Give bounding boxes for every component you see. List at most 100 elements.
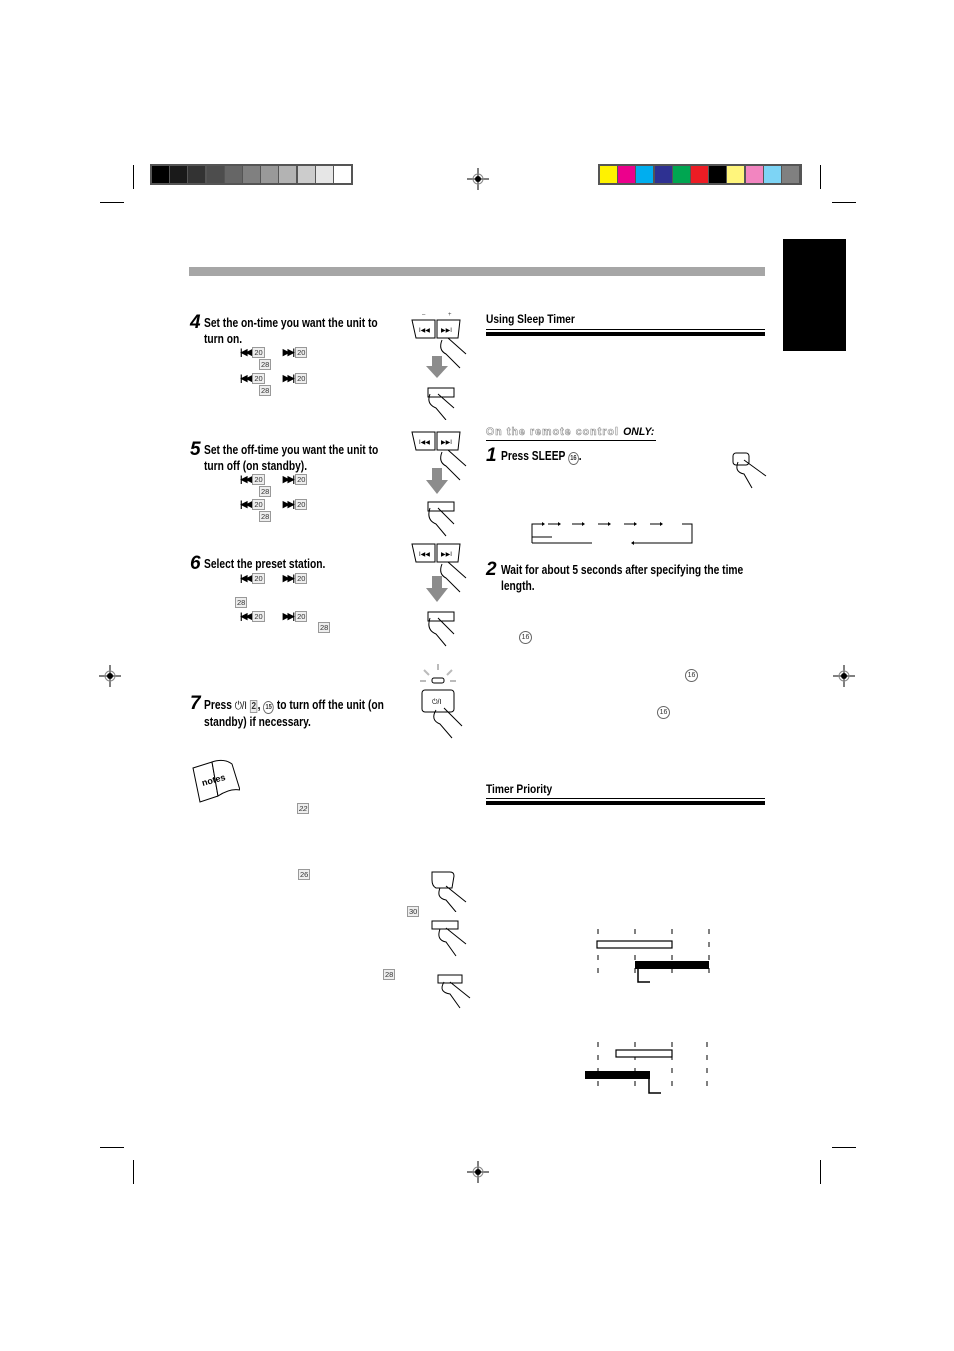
period: .	[578, 449, 582, 463]
page-ref: 26	[298, 869, 311, 880]
page-ref: 20	[252, 473, 265, 485]
color-swatch	[618, 166, 636, 183]
step-title-line: standby) if necessary.	[204, 715, 311, 729]
step-title-line: Wait for about 5 seconds after specifyin…	[501, 563, 744, 577]
note-ref: 26	[298, 869, 311, 880]
registration-target-icon	[833, 665, 855, 687]
page-ref: 22	[297, 803, 310, 814]
svg-text:▶▶I: ▶▶I	[441, 328, 452, 334]
crop-mark	[832, 202, 856, 203]
crop-mark	[100, 1147, 124, 1148]
color-swatch	[654, 166, 672, 183]
note-ref: 28	[383, 969, 396, 980]
sub-line: 28	[259, 486, 272, 497]
page-ref: 30	[407, 906, 420, 917]
crop-mark	[133, 1160, 134, 1184]
step-title: Press SLEEP 16.	[501, 448, 632, 465]
label-underline	[486, 440, 656, 441]
step-number: 2	[486, 559, 497, 580]
remote-only-label: On the remote control ONLY:	[486, 426, 655, 439]
color-swatch	[600, 166, 617, 183]
step-title-line: turn off (on standby).	[204, 459, 308, 473]
page-ref: 20	[295, 473, 308, 485]
page-ref: 20	[252, 572, 265, 584]
crop-mark	[820, 165, 821, 189]
page-ref: 20	[252, 346, 265, 358]
step-title: Wait for about 5 seconds after specifyin…	[501, 562, 772, 594]
section-heading-timer-priority: Timer Priority	[486, 782, 553, 796]
gray-swatch	[188, 166, 206, 183]
page-ref: 20	[295, 610, 308, 622]
color-swatch	[782, 166, 799, 183]
previous-icon: |◀◀	[240, 499, 252, 509]
sub-line: |◀◀20 ▶▶|20	[240, 473, 308, 485]
page-ref: 20	[252, 372, 265, 384]
page-ref: 28	[235, 597, 248, 608]
gray-swatch	[170, 166, 188, 183]
heading-rule	[486, 332, 765, 336]
page-ref: 20	[295, 572, 308, 584]
sub-line: 28	[259, 511, 272, 522]
sub-line: 28	[318, 622, 331, 633]
color-swatch	[691, 166, 708, 183]
step-title-line: Press ⏻/I 2, 15 to turn off the unit (on	[204, 698, 384, 714]
sub-line: |◀◀20 ▶▶|20	[240, 346, 308, 358]
page-ref: 28	[318, 622, 331, 633]
step-title: Select the preset station.	[204, 556, 401, 572]
color-swatch	[727, 166, 745, 183]
page-ref: 28	[259, 511, 272, 522]
note-ref: 22	[297, 803, 310, 814]
button-press-illustration	[431, 920, 467, 957]
button-press-illustration	[431, 871, 467, 912]
next-icon: ▶▶|	[282, 611, 295, 621]
crop-mark	[133, 165, 134, 189]
sub-line: |◀◀20 ▶▶|20	[240, 372, 308, 384]
crop-mark	[832, 1147, 856, 1148]
gray-swatch	[297, 166, 315, 183]
heading-rule	[486, 798, 765, 799]
language-thumb-tab	[783, 239, 846, 351]
color-swatch	[763, 166, 781, 183]
color-swatch	[636, 166, 654, 183]
step-number: 6	[190, 553, 201, 574]
step-text: Press SLEEP	[501, 449, 566, 463]
step-title-line: Select the preset station.	[204, 557, 326, 571]
sub-line: |◀◀20 ▶▶|20	[240, 498, 308, 510]
button-press-illustration	[437, 974, 471, 1009]
page-ref: 20	[295, 498, 308, 510]
remote-button-ref: 16	[568, 452, 579, 465]
timer-priority-diagram-2	[585, 1042, 708, 1094]
sub-line: |◀◀20 ▶▶|20	[240, 610, 308, 622]
sleep-button-press-illustration	[732, 452, 767, 489]
svg-text:I◀◀: I◀◀	[419, 440, 430, 446]
previous-icon: |◀◀	[240, 373, 252, 383]
previous-icon: |◀◀	[240, 347, 252, 357]
step-title-line: length.	[501, 579, 535, 593]
step-title-line: turn on.	[204, 332, 243, 346]
next-icon: ▶▶|	[282, 573, 295, 583]
gray-swatch	[315, 166, 333, 183]
registration-target-icon	[467, 168, 489, 190]
button-ref: 2	[249, 700, 258, 713]
step-title: Set the on-time you want the unit to tur…	[204, 315, 401, 347]
remote-button-ref: 16	[519, 631, 532, 644]
power-button-press-illustration: ⏻/I	[420, 664, 463, 739]
page-ref: 28	[259, 486, 272, 497]
gray-swatch	[243, 166, 260, 183]
svg-text:⏻/I: ⏻/I	[432, 698, 441, 706]
sub-line: 28	[259, 385, 272, 396]
colon: :	[650, 426, 655, 438]
step-text: Press	[204, 698, 232, 712]
step-title-line: Set the on-time you want the unit to	[204, 316, 378, 330]
step-number: 5	[190, 439, 201, 460]
power-icon: ⏻/I	[234, 700, 247, 712]
page-ref: 28	[259, 385, 272, 396]
gray-swatch	[224, 166, 242, 183]
next-icon: ▶▶|	[282, 347, 295, 357]
sub-line: 28	[235, 597, 248, 608]
gray-swatch	[279, 166, 297, 183]
next-icon: ▶▶|	[282, 499, 295, 509]
step-number: 1	[486, 445, 497, 466]
step-title-line: Set the off-time you want the unit to	[204, 443, 379, 457]
step-number: 4	[190, 312, 201, 333]
